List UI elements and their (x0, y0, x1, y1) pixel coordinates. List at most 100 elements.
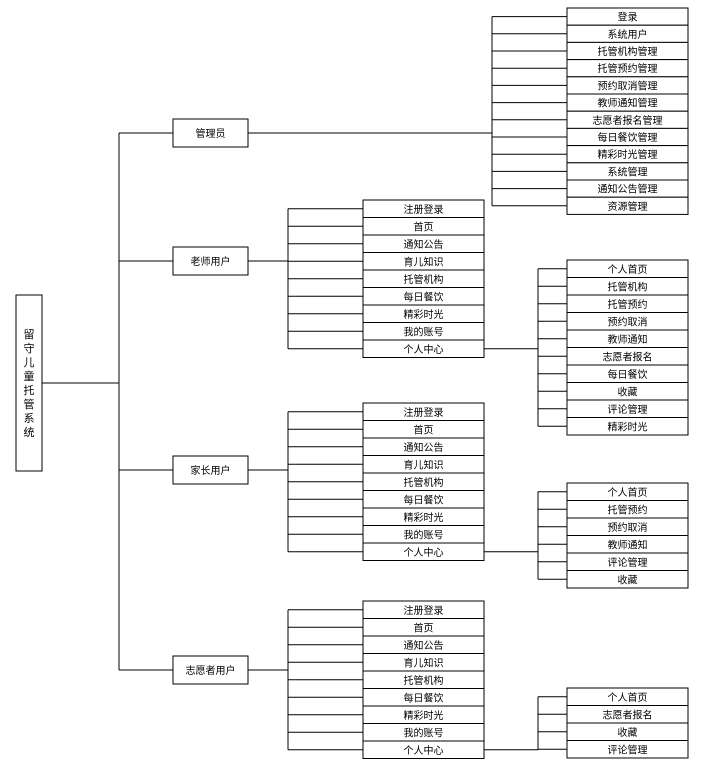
role-2-personal-0: 个人首页 (566, 482, 689, 501)
role-1-personal-1-label: 托管机构 (608, 280, 648, 293)
admin-module-6: 志愿者报名管理 (566, 110, 689, 129)
role-1-personal-0-label: 个人首页 (608, 263, 648, 276)
role-2-module-0-label: 注册登录 (404, 406, 444, 419)
role-3-personal-2: 收藏 (566, 722, 689, 741)
role-3-module-3: 育儿知识 (362, 653, 485, 672)
role-3-personal-0-label: 个人首页 (608, 691, 648, 704)
role-2-module-3: 育儿知识 (362, 455, 485, 474)
role-2-module-2: 通知公告 (362, 437, 485, 456)
role-2-module-0: 注册登录 (362, 402, 485, 421)
role-2-personal-4-label: 评论管理 (608, 556, 648, 569)
role-3-module-8-label: 个人中心 (404, 744, 444, 757)
role-3-module-1-label: 首页 (414, 621, 434, 634)
role-3-personal-3-frame (566, 740, 689, 759)
role-2-module-6: 精彩时光 (362, 507, 485, 526)
role-1-module-6-label: 精彩时光 (404, 308, 444, 321)
admin-module-1-label: 系统用户 (608, 28, 648, 41)
role-3-module-1: 首页 (362, 618, 485, 637)
role-2-personal-2: 预约取消 (566, 517, 689, 536)
role-1-personal-3-label: 预约取消 (608, 315, 648, 328)
admin-module-7: 每日餐饮管理 (566, 127, 689, 147)
role-2-module-5: 每日餐饮 (362, 490, 485, 509)
role-2-personal-3-label: 教师通知 (608, 538, 648, 551)
admin-module-11: 资源管理 (566, 196, 689, 215)
role-2-personal-3: 教师通知 (566, 535, 689, 554)
role-3-module-6: 精彩时光 (362, 705, 485, 724)
role-1-module-8-label: 个人中心 (404, 343, 444, 356)
root-system-box: 留守儿童托管系统 (15, 294, 43, 472)
admin-module-8-label: 精彩时光管理 (598, 148, 658, 161)
role-3-module-8: 个人中心 (362, 740, 485, 759)
role-1-personal-1: 托管机构 (566, 277, 689, 296)
admin-module-2-label: 托管机构管理 (598, 45, 658, 58)
admin-module-7-label: 每日餐饮管理 (598, 131, 658, 144)
role-3-personal-2-label: 收藏 (618, 726, 638, 739)
role-1-module-3: 育儿知识 (362, 252, 485, 271)
role-1-module-7: 我的账号 (362, 322, 485, 341)
role-2-module-7: 我的账号 (362, 525, 485, 544)
role-box-0-frame (172, 118, 249, 148)
role-2-module-4: 托管机构 (362, 472, 485, 491)
role-2-module-8-frame (362, 542, 485, 561)
role-1-module-0-label: 注册登录 (404, 203, 444, 216)
role-1-module-2: 通知公告 (362, 234, 485, 253)
role-box-0-label: 管理员 (196, 127, 226, 140)
admin-module-8: 精彩时光管理 (566, 145, 689, 164)
role-1-personal-3: 预约取消 (566, 312, 689, 331)
role-2-module-6-label: 精彩时光 (404, 511, 444, 524)
role-1-personal-6: 每日餐饮 (566, 364, 689, 383)
role-2-module-4-label: 托管机构 (404, 476, 444, 489)
role-1-personal-5: 志愿者报名 (566, 347, 689, 366)
role-box-2-frame (172, 455, 249, 485)
role-3-module-0: 注册登录 (362, 600, 485, 619)
role-2-personal-0-label: 个人首页 (608, 486, 648, 499)
admin-module-9-label: 系统管理 (608, 165, 648, 178)
root-system-label: 留守儿童托管系统 (24, 328, 35, 439)
role-3-module-7-label: 我的账号 (404, 726, 444, 739)
role-box-0: 管理员 (172, 118, 249, 148)
role-3-module-3-label: 育儿知识 (404, 656, 444, 669)
role-2-personal-1: 托管预约 (566, 500, 689, 519)
role-1-module-6: 精彩时光 (362, 304, 485, 323)
role-2-module-1-label: 首页 (414, 423, 434, 436)
role-1-module-3-label: 育儿知识 (404, 255, 444, 268)
admin-module-4: 预约取消管理 (566, 76, 689, 95)
role-1-personal-4: 教师通知 (566, 329, 689, 348)
role-2-module-8: 个人中心 (362, 542, 485, 561)
role-1-personal-9: 精彩时光 (566, 417, 689, 436)
role-3-personal-3-label: 评论管理 (608, 743, 648, 756)
root-system-box-frame (15, 294, 43, 472)
role-1-module-4-label: 托管机构 (404, 273, 444, 286)
role-box-3-label: 志愿者用户 (186, 664, 236, 677)
admin-module-9: 系统管理 (566, 162, 689, 181)
role-1-personal-2-label: 托管预约 (608, 298, 648, 311)
role-3-module-2: 通知公告 (362, 635, 485, 654)
role-1-module-2-label: 通知公告 (404, 238, 444, 251)
role-3-module-2-label: 通知公告 (404, 639, 444, 652)
role-1-module-8: 个人中心 (362, 339, 485, 358)
role-1-module-7-label: 我的账号 (404, 325, 444, 338)
role-3-module-4: 托管机构 (362, 670, 485, 689)
role-1-personal-4-label: 教师通知 (608, 333, 648, 346)
role-3-personal-3: 评论管理 (566, 740, 689, 759)
role-3-module-4-label: 托管机构 (404, 674, 444, 687)
role-3-module-6-label: 精彩时光 (404, 709, 444, 722)
role-2-module-3-label: 育儿知识 (404, 458, 444, 471)
role-2-personal-4: 评论管理 (566, 552, 689, 571)
admin-module-1: 系统用户 (566, 24, 689, 43)
admin-module-3-label: 托管预约管理 (598, 62, 658, 75)
role-box-1-frame (172, 246, 249, 276)
role-1-module-5: 每日餐饮 (362, 287, 485, 306)
role-1-personal-8-label: 评论管理 (608, 403, 648, 416)
admin-module-3: 托管预约管理 (566, 59, 689, 78)
admin-module-6-label: 志愿者报名管理 (593, 114, 663, 127)
role-1-personal-9-frame (566, 417, 689, 436)
connector-lines (42, 16, 567, 751)
role-box-2-label: 家长用户 (191, 464, 231, 477)
admin-module-11-label: 资源管理 (608, 200, 648, 213)
role-2-personal-2-label: 预约取消 (608, 521, 648, 534)
role-1-personal-0: 个人首页 (566, 259, 689, 278)
role-3-module-8-frame (362, 740, 485, 759)
role-2-personal-5-frame (566, 570, 689, 589)
